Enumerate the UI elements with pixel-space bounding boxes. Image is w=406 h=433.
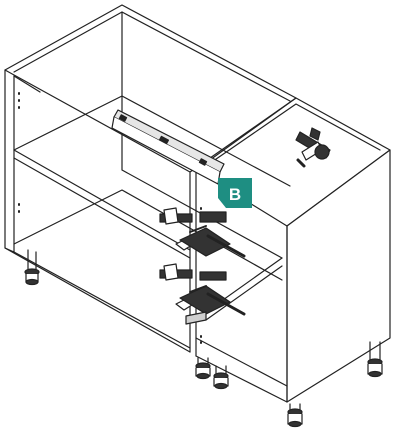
leg-front-centre-2 — [213, 365, 229, 390]
clamp-icon — [159, 207, 246, 258]
leg-front-left — [24, 249, 40, 286]
left-cabinet-shelf — [13, 95, 291, 259]
step-badge: B — [218, 178, 252, 208]
water-valve-icon — [295, 127, 331, 168]
leg-front-centre — [195, 357, 211, 380]
leg-right-back — [367, 341, 383, 378]
leg-right-front — [287, 403, 303, 428]
adjustable-leg-icon — [24, 249, 383, 428]
right-cabinet — [195, 97, 391, 403]
left-cabinet — [4, 4, 297, 357]
left-cabinet-side — [4, 69, 15, 253]
spirit-level-icon — [111, 109, 225, 185]
clamp-icon-lower — [159, 263, 246, 325]
step-badge-label: B — [229, 185, 241, 204]
left-cabinet-bottom — [13, 189, 283, 349]
